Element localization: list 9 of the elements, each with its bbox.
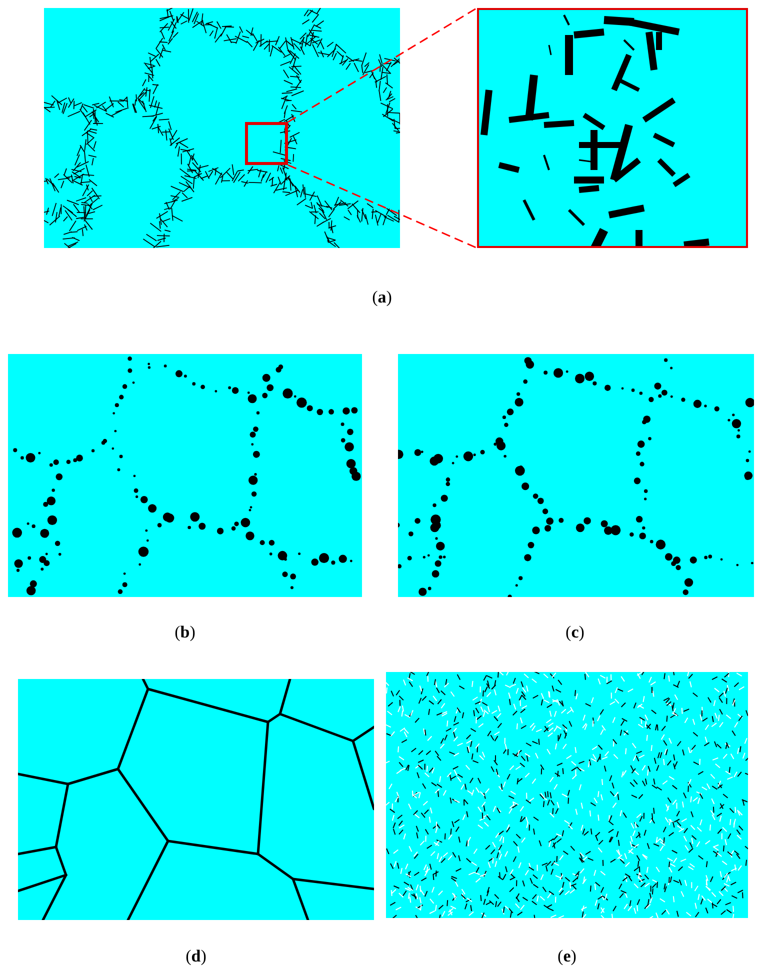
panel-label: (a) [372, 288, 392, 306]
fiber-inset-drawing [477, 8, 748, 248]
panel-label: (b) [174, 624, 196, 640]
dashed-leader-line [288, 164, 478, 249]
zoom-region-box [245, 122, 288, 165]
panel-label: (e) [558, 948, 576, 964]
panel-label: (c) [566, 624, 584, 640]
panel-label: (d) [186, 948, 206, 964]
dashed-leader-line [288, 7, 478, 123]
